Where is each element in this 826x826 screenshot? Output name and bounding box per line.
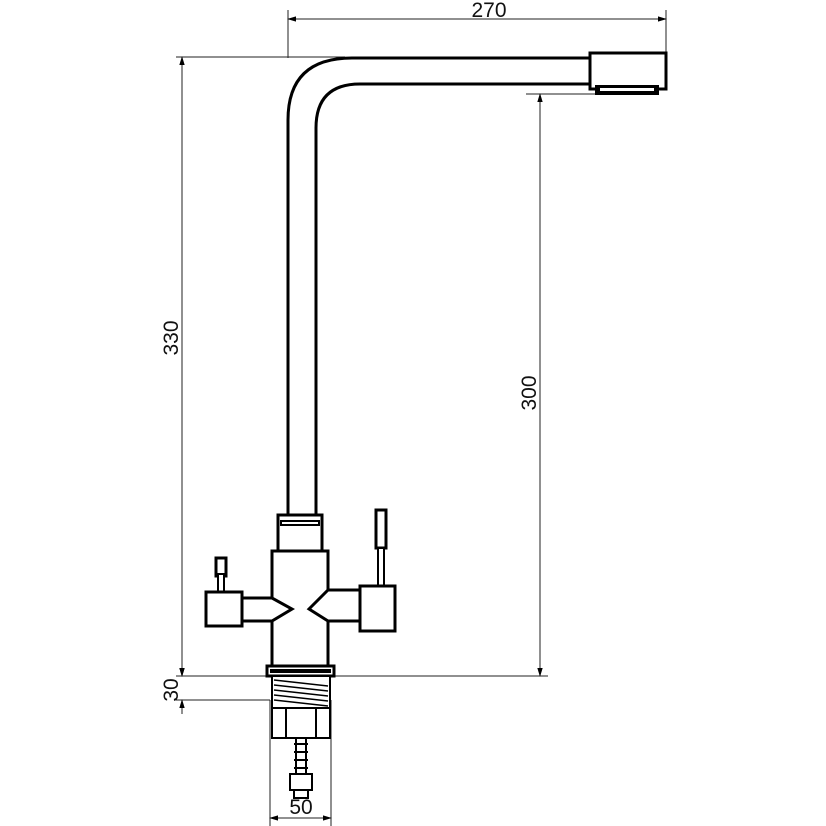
- dimension-label-shank-width: 50: [289, 796, 312, 819]
- dimension-spout-clearance: 300: [334, 93, 610, 677]
- dimension-label-total-height: 330: [160, 320, 183, 355]
- dimension-total-reach: 270: [287, 0, 667, 58]
- supply-hose: [289, 737, 313, 799]
- dimension-label-spout-clearance: 300: [518, 375, 541, 410]
- spout-tube: [286, 56, 592, 516]
- dimension-base-height: 30: [160, 662, 270, 714]
- faucet-drawing: [204, 51, 668, 799]
- left-handle: [204, 556, 296, 628]
- threaded-shank: [271, 675, 331, 739]
- spout-outlet: [588, 51, 668, 91]
- dimension-label-base-height: 30: [160, 678, 183, 701]
- right-handle: [306, 508, 397, 633]
- dimension-label-total-reach: 270: [471, 0, 506, 22]
- dimension-total-height: 330: [160, 56, 345, 677]
